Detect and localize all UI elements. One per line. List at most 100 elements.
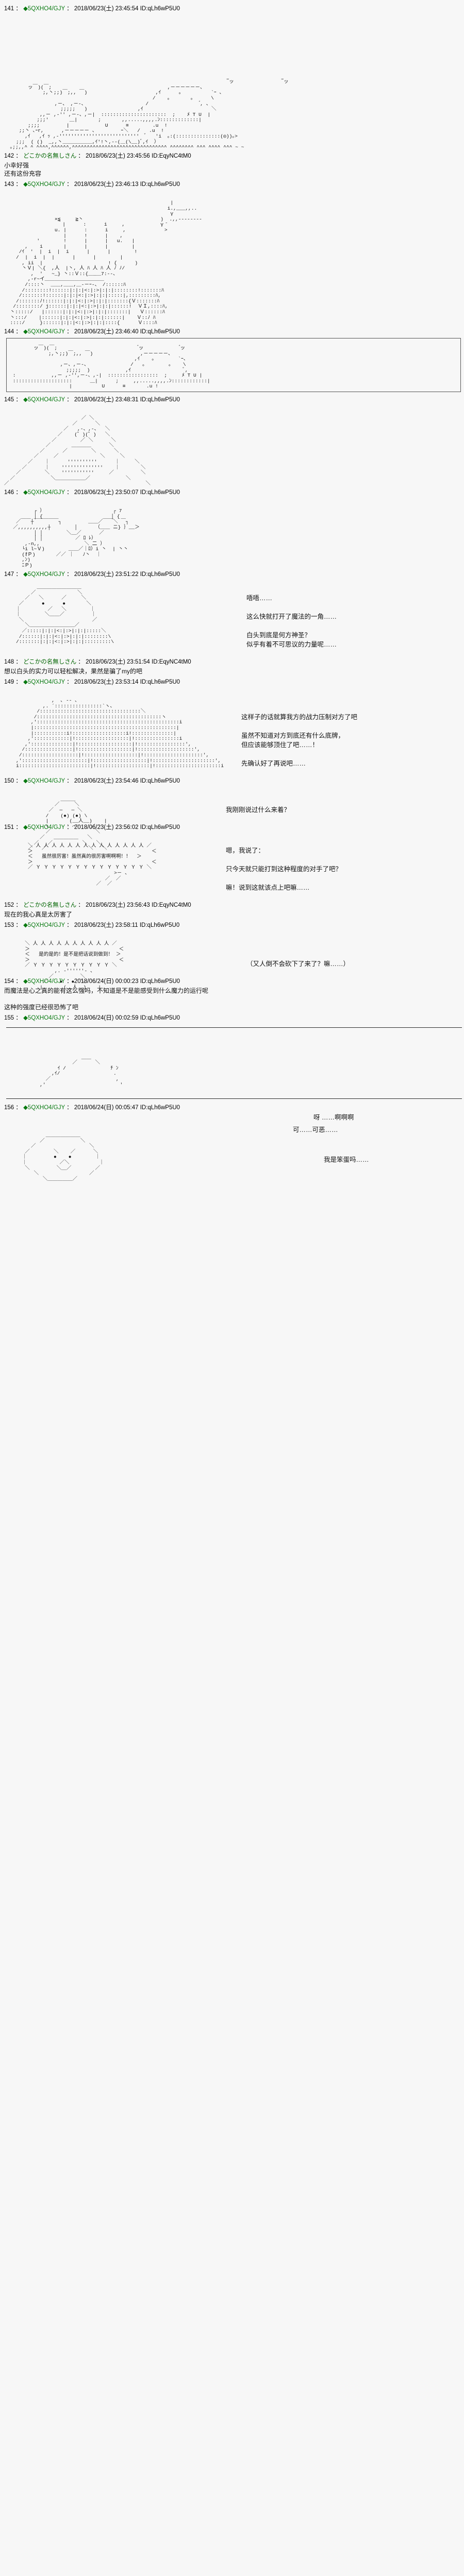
post-ascii-art: ＼ 人 人 人 人 人 人 人 人 人 人 ／ ＞ ＜ ＜ 是的是的！是不是把话… [25, 940, 124, 990]
post-number: 153 [4, 922, 14, 928]
post-dialogue-right: 可……可恶…… [293, 1126, 338, 1134]
post-number: 144 [4, 328, 14, 335]
post-date: 2018/06/23(土) 23:54:46 [74, 777, 139, 784]
header-separator-2: ： [64, 1104, 74, 1111]
post-header: 155 ： ◆5QXHO4/GJY ： 2018/06/24(日) 00:02:… [4, 1014, 464, 1022]
post-143: 143 ： ◆5QXHO4/GJY ： 2018/06/23(土) 23:46:… [0, 181, 464, 326]
header-separator-2: ： [64, 489, 74, 496]
post-ascii-art: ゙ ゙ッ ゙ ゙ッ ッ￣)(￣; ,－－－－－－、 ;,丶;;)￣;,, ￣) … [10, 79, 289, 150]
post-date: 2018/06/23(土) 23:56:02 [74, 824, 139, 831]
post-number: 147 [4, 571, 14, 578]
header-separator-2: ： [64, 328, 74, 335]
post-148: 148 ： どこかの名無しさん ： 2018/06/23(土) 23:51:54… [0, 658, 464, 675]
post-154: 154 ： ◆5QXHO4/GJY ： 2018/06/24(日) 00:00:… [0, 978, 464, 1011]
post-number: 152 [4, 902, 14, 908]
header-separator-2: ： [64, 978, 74, 985]
header-separator: ： [14, 181, 24, 188]
post-id: ID:qLh6wP5U0 [140, 328, 180, 335]
post-author[interactable]: どこかの名無しさん [23, 902, 77, 908]
post-155: 155 ： ◆5QXHO4/GJY ： 2018/06/24(日) 00:02:… [0, 1014, 464, 1099]
post-author[interactable]: ◆5QXHO4/GJY [23, 777, 65, 784]
post-author[interactable]: ◆5QXHO4/GJY [23, 679, 65, 685]
post-author[interactable]: ◆5QXHO4/GJY [23, 922, 65, 928]
header-separator: ： [14, 978, 24, 985]
post-text: 小幸好强 还有这份充容 [4, 161, 42, 177]
post-date: 2018/06/23(土) 23:58:11 [74, 922, 138, 928]
post-151: 151 ： ◆5QXHO4/GJY ： 2018/06/23(土) 23:56:… [0, 824, 464, 900]
post-id: ID:qLh6wP5U0 [140, 489, 180, 496]
header-separator-2: ： [64, 777, 74, 784]
post-id: ID:qLh6wP5U0 [140, 6, 180, 12]
post-header: 145 ： ◆5QXHO4/GJY ： 2018/06/23(土) 23:48:… [4, 396, 464, 404]
header-separator: ： [14, 6, 24, 12]
post-141: 141 ： ◆5QXHO4/GJY ： 2018/06/23(土) 23:45:… [0, 5, 464, 150]
post-text: 想以白头的实力可以轻松解决，果然是骗了my的吧 [4, 667, 142, 675]
header-separator: ： [14, 571, 24, 578]
post-author[interactable]: どこかの名無しさん [23, 658, 77, 665]
post-date: 2018/06/23(土) 23:45:56 [86, 152, 150, 159]
post-number: 145 [4, 397, 14, 403]
post-author[interactable]: ◆5QXHO4/GJY [23, 978, 65, 985]
header-separator: ： [14, 902, 24, 908]
post-ascii-art: ＼ 人 人 人 人 人 人 人 人 人 人 人 人 人 人 ／ ＞ ＜ ＜ 虽然… [28, 843, 157, 887]
header-separator: ： [14, 922, 24, 928]
header-separator: ： [14, 489, 24, 496]
post-author[interactable]: ◆5QXHO4/GJY [23, 1015, 65, 1022]
post-147: 147 ： ◆5QXHO4/GJY ： 2018/06/23(土) 23:51:… [0, 571, 464, 656]
post-header: 156 ： ◆5QXHO4/GJY ： 2018/06/24(日) 00:05:… [4, 1104, 464, 1112]
header-separator-2: ： [64, 397, 74, 403]
post-id: ID:qLh6wP5U0 [140, 679, 180, 685]
post-ascii-art: | i.,___,,.. γ ×≦ ≧丶 ) .,,-------- [10, 200, 202, 326]
post-id: ID:qLh6wP5U0 [140, 397, 180, 403]
post-header: 148 ： どこかの名無しさん ： 2018/06/23(土) 23:51:54… [4, 658, 464, 666]
post-author[interactable]: ◆5QXHO4/GJY [23, 489, 65, 496]
post-number: 149 [4, 679, 14, 685]
post-ascii-art: ＿＿＿＿＿＿＿ ／ ＼ ／ ＼ ／ ＼ ／ ＼ ｜ ● ● ｜ ｜ ／＼ ｜ ＼… [22, 1132, 104, 1182]
post-date: 2018/06/24(日) 00:05:47 [74, 1104, 139, 1111]
post-author[interactable]: ◆5QXHO4/GJY [23, 571, 65, 578]
bbs-thread: 141 ： ◆5QXHO4/GJY ： 2018/06/23(土) 23:45:… [0, 0, 464, 1182]
post-date: 2018/06/23(土) 23:48:31 [74, 397, 139, 403]
spacer [4, 892, 464, 900]
post-author[interactable]: ◆5QXHO4/GJY [23, 824, 65, 831]
header-separator: ： [14, 679, 24, 685]
post-text: 而魔法是心之真的能有这么强吗，不知道是不是能感受到什么魔力的运行呢 这种的强度已… [4, 987, 209, 1011]
divider-bottom [6, 1098, 462, 1099]
post-date: 2018/06/23(土) 23:46:13 [74, 181, 139, 188]
spacer [4, 649, 464, 656]
post-ascii-art: , ､ -‐ ､ ,. ´::::::::::::::::`ヽ、 /::::::… [16, 697, 224, 769]
spacer [4, 768, 464, 775]
post-number: 155 [4, 1015, 14, 1022]
header-separator-2: ： [64, 571, 74, 578]
header-separator: ： [14, 658, 24, 665]
post-header: 154 ： ◆5QXHO4/GJY ： 2018/06/24(日) 00:00:… [4, 978, 464, 986]
post-author[interactable]: ◆5QXHO4/GJY [23, 397, 65, 403]
post-dialogue: （又人倒不会砍下了来了？嘛……） [246, 960, 350, 968]
header-separator: ： [14, 777, 24, 784]
post-author[interactable]: ◆5QXHO4/GJY [23, 328, 65, 335]
post-number: 141 [4, 6, 14, 12]
post-header: 147 ： ◆5QXHO4/GJY ： 2018/06/23(土) 23:51:… [4, 571, 464, 579]
post-header: 150 ： ◆5QXHO4/GJY ： 2018/06/23(土) 23:54:… [4, 777, 464, 785]
post-number: 146 [4, 489, 14, 496]
post-ascii-art: ＿＿＿＿＿＿＿＿＿ ／ ＼ ／ ＼ ／ ＼ ／ ● ● ＼ ｜ ／ ＼ ｜ ｜ … [16, 584, 114, 645]
post-ascii-art: ＿＿ ／ ＼ ｲ / ﾁ ﾝ ,ｲ/ . ／ , ,' ' [40, 1054, 123, 1088]
post-author[interactable]: ◆5QXHO4/GJY [23, 6, 65, 12]
header-separator-2: ： [64, 1015, 74, 1022]
header-separator: ： [14, 328, 24, 335]
post-dialogue-bottom: 我是笨蛋吗…… [324, 1156, 369, 1164]
post-149: 149 ： ◆5QXHO4/GJY ： 2018/06/23(土) 23:53:… [0, 679, 464, 775]
post-number: 148 [4, 658, 14, 665]
header-separator-2: ： [76, 658, 86, 665]
post-dialogue: 嗯，我说了： 只今天就只能打到这种程度的对手了吧？ 嘛！说到这就该点上吧嘛…… [226, 846, 342, 891]
post-number: 142 [4, 152, 14, 159]
post-author[interactable]: ◆5QXHO4/GJY [23, 181, 65, 188]
post-author[interactable]: ◆5QXHO4/GJY [23, 1104, 65, 1111]
post-ascii-art: ＿＿＿ ／ ＼ ／ ─ ─ ＼ / (●) (●) \ | (__人__) | … [28, 796, 107, 852]
divider-top [6, 1027, 462, 1028]
post-id: ID:qLh6wP5U0 [140, 978, 180, 985]
post-number: 154 [4, 978, 14, 985]
post-header: 149 ： ◆5QXHO4/GJY ： 2018/06/23(土) 23:53:… [4, 679, 464, 686]
post-id: ID:qLh6wP5U0 [140, 777, 180, 784]
post-author[interactable]: どこかの名無しさん [23, 152, 77, 159]
